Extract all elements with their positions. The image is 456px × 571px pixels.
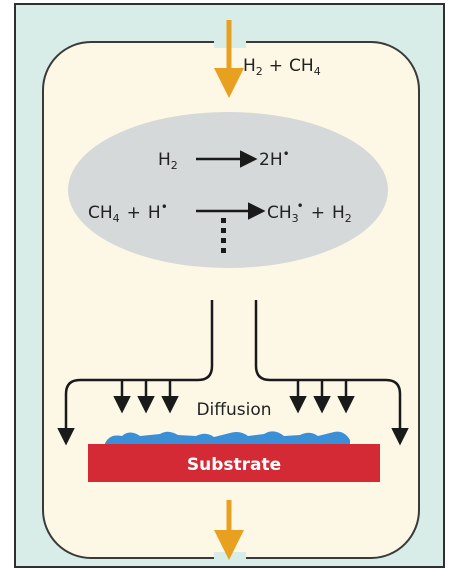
reaction-continuation-dots	[221, 218, 226, 253]
reaction-1-reactant: H2	[158, 150, 178, 172]
inlet-gas-label: H2+CH4	[243, 56, 321, 78]
carbon-deposit	[104, 431, 350, 446]
diffusion-arrows-right	[289, 380, 355, 414]
flow-path-left	[57, 300, 214, 446]
flow-path-right	[254, 300, 409, 446]
reaction-2-products: CH3•+H2	[267, 199, 352, 225]
substrate-label: Substrate	[187, 455, 281, 475]
plasma-region	[68, 112, 388, 268]
reaction-1-product: 2H•	[259, 147, 290, 170]
diffusion-label: Diffusion	[196, 400, 271, 420]
substrate-block	[88, 444, 380, 482]
reaction-2-reactants: CH4+H•	[88, 200, 168, 225]
diffusion-arrows-left	[113, 380, 179, 414]
